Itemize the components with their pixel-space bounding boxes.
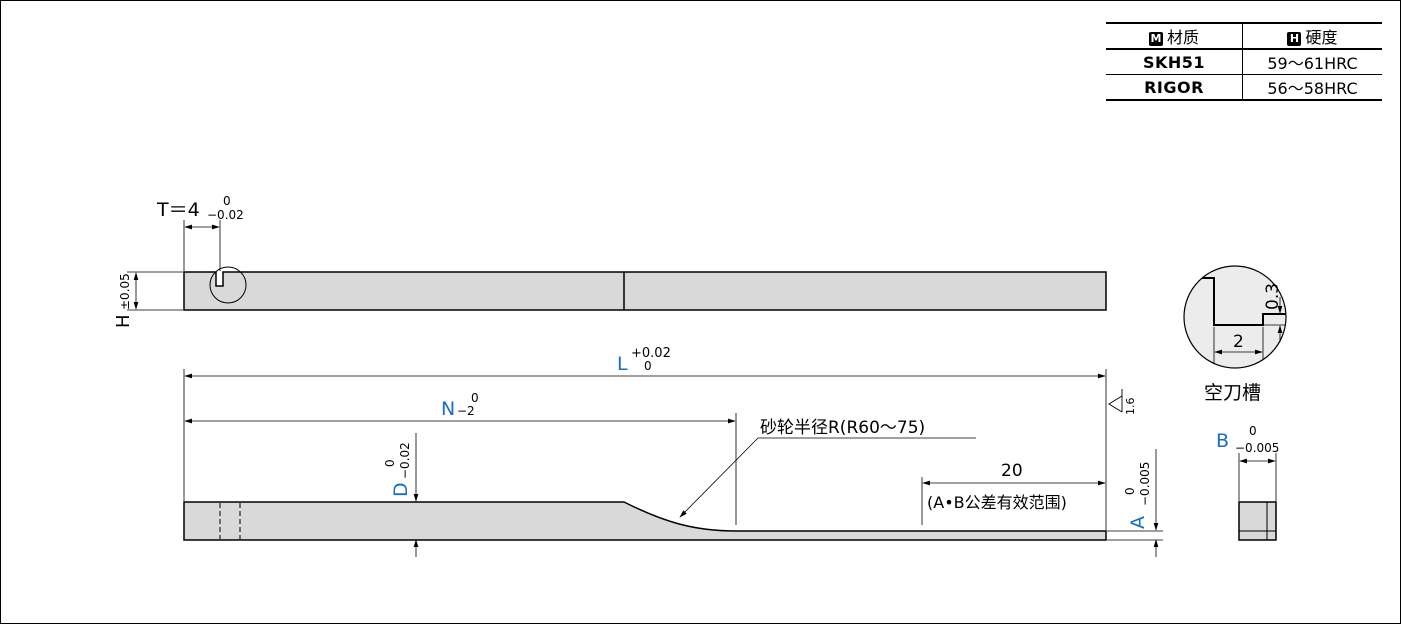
hardness-cell: 59～61HRC [1242,49,1382,75]
t-tol-upper: 0 [223,194,231,208]
b-label: B [1216,430,1229,452]
top-view-bar [183,271,1107,311]
h-label: H [113,314,134,328]
len-20-label: 20 [1001,461,1023,481]
tolerance-range-note: (A•B公差有效范围) [927,493,1067,512]
hardness-badge-icon: H [1287,32,1302,46]
t-label: T＝4 [156,199,200,221]
relief-title: 空刀槽 [1204,382,1261,404]
side-view: L +0.02 0 N 0 −2 砂轮半径R(R60～75) 20 (A•B公差… [183,346,1163,557]
t-tol-lower: −0.02 [207,208,244,222]
relief-groove-circle [209,266,247,304]
material-cell: SKH51 [1106,49,1243,75]
a-tol-lower: −0.005 [1138,462,1152,506]
d-tol-lower: −0.02 [398,442,412,479]
a-tol-upper: 0 [1123,487,1137,495]
d-label: D [390,482,412,497]
side-view-bar [183,501,1107,541]
top-view: T＝4 0 −0.02 H ±0.05 [113,194,1107,328]
detail-circle [1183,265,1287,369]
material-header-label: 材质 [1166,28,1199,47]
hardness-cell: 56～58HRC [1242,74,1382,101]
hardness-header-label: 硬度 [1305,28,1338,47]
n-label: N [441,398,455,420]
d-tol-upper: 0 [383,459,397,467]
grind-radius-leader [679,437,759,518]
relief-width-label: 2 [1233,332,1244,352]
end-view: B 0 −0.005 [1216,424,1279,541]
a-label: A [1127,516,1149,529]
relief-depth-label: 0.3 [1263,283,1283,310]
b-tol-upper: 0 [1249,424,1257,438]
material-badge-icon: M [1148,32,1163,46]
l-label: L [617,353,628,375]
relief-groove-detail: 2 0.3 空刀槽 [1183,265,1287,404]
n-tol-lower: −2 [457,404,475,418]
l-tol-upper: +0.02 [631,346,671,361]
table-row: SKH51 59～61HRC [1106,49,1382,75]
l-tol-lower: 0 [644,359,652,373]
roughness-value: 1.6 [1124,398,1137,416]
b-tol-lower: −0.005 [1235,441,1279,455]
n-tol-upper: 0 [471,391,479,405]
grind-radius-note: 砂轮半径R(R60～75) [760,418,925,438]
h-tol: ±0.05 [118,273,132,310]
table-row: RIGOR 56～58HRC [1106,74,1382,101]
end-view-block [1238,501,1277,541]
material-cell: RIGOR [1106,74,1243,101]
surface-roughness-icon [1108,395,1123,413]
